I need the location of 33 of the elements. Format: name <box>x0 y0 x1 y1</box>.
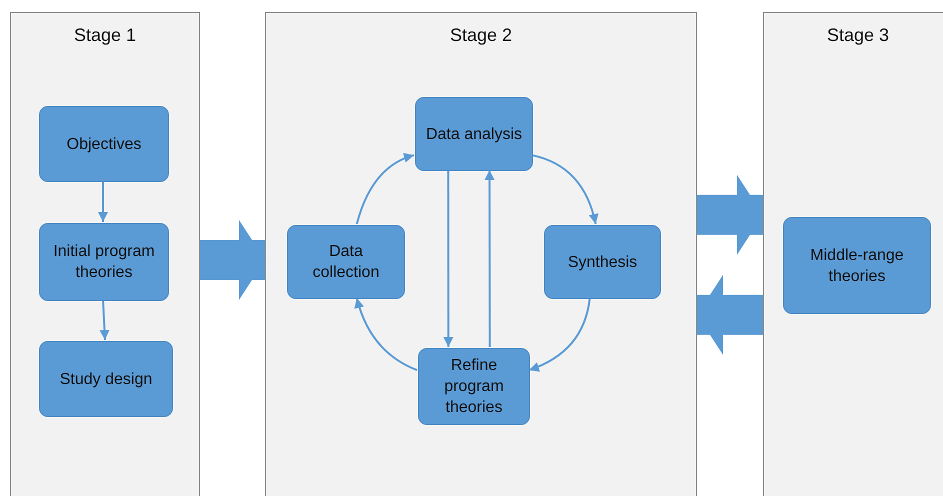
arrow <box>443 170 454 347</box>
process-box <box>418 348 530 425</box>
arrow <box>354 298 418 372</box>
stage-title: Stage 1 <box>72 25 138 46</box>
block-arrow <box>200 220 265 300</box>
stage-panel <box>763 12 943 496</box>
process-box <box>39 106 169 182</box>
process-box <box>39 223 169 301</box>
box-label: Study design <box>58 370 154 390</box>
box-label: Data analysis <box>424 124 524 144</box>
arrow <box>528 298 591 372</box>
process-box <box>544 225 661 299</box>
box-label: Middle-range theories <box>809 246 905 286</box>
process-box <box>415 97 533 171</box>
stage-panel <box>265 12 697 496</box>
block-arrow <box>697 174 763 255</box>
arrow <box>98 181 108 222</box>
box-label: Initial program theories <box>52 242 156 283</box>
stage-title: Stage 3 <box>826 25 890 46</box>
arrow <box>100 300 110 340</box>
stage-panel <box>10 12 200 496</box>
arrow <box>356 153 414 224</box>
box-label: Data collection <box>312 242 380 283</box>
box-label: Synthesis <box>566 252 638 272</box>
process-box <box>783 217 931 314</box>
stage-title: Stage 2 <box>448 25 514 46</box>
process-box <box>287 225 405 299</box>
arrow <box>532 154 598 224</box>
box-label: Refine program theories <box>443 356 505 418</box>
block-arrow <box>697 274 763 355</box>
box-label: Objectives <box>66 134 142 154</box>
process-box <box>39 341 173 417</box>
arrow <box>484 170 495 347</box>
